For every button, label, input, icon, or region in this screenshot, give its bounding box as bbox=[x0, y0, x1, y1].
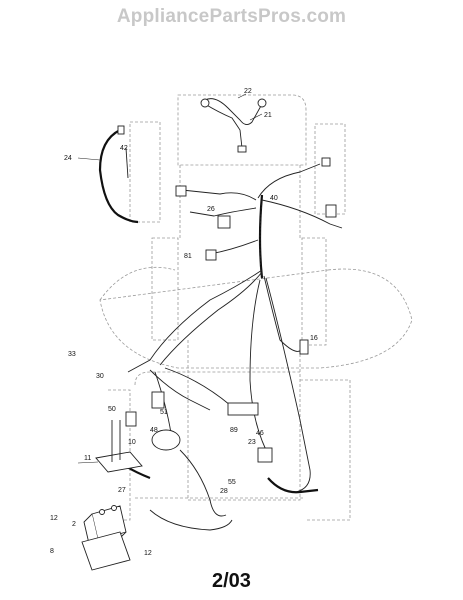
callout-27: 27 bbox=[118, 487, 126, 494]
chassis-outline bbox=[99, 94, 413, 521]
callout-12-right: 12 bbox=[144, 550, 152, 557]
callout-10: 10 bbox=[128, 439, 136, 446]
callout-labels: 22 21 24 42 40 26 81 16 33 30 50 51 10 4… bbox=[50, 88, 318, 557]
harness-upper bbox=[200, 93, 267, 153]
callout-51: 51 bbox=[160, 409, 168, 416]
watermark-text: AppliancePartsPros.com bbox=[116, 6, 347, 27]
callout-89: 89 bbox=[230, 427, 238, 434]
bracket-plate bbox=[77, 420, 143, 473]
page-label: 2/03 bbox=[212, 570, 251, 592]
callout-33: 33 bbox=[68, 351, 76, 358]
callout-40: 40 bbox=[270, 195, 278, 202]
callout-24: 24 bbox=[64, 155, 72, 162]
callout-30: 30 bbox=[96, 373, 104, 380]
callout-16: 16 bbox=[310, 335, 318, 342]
callout-48: 48 bbox=[150, 427, 158, 434]
callout-81: 81 bbox=[184, 253, 192, 260]
callout-2: 2 bbox=[72, 521, 76, 528]
callout-46: 46 bbox=[256, 430, 264, 437]
wire-lead-24 bbox=[77, 125, 139, 224]
battery bbox=[81, 505, 131, 571]
callout-8: 8 bbox=[50, 548, 54, 555]
callout-12-left: 12 bbox=[50, 515, 58, 522]
callout-28: 28 bbox=[220, 488, 228, 495]
callout-11: 11 bbox=[84, 455, 91, 462]
callout-21: 21 bbox=[264, 112, 272, 119]
callout-26: 26 bbox=[207, 206, 215, 213]
callout-55: 55 bbox=[228, 479, 236, 486]
callout-23: 23 bbox=[248, 439, 256, 446]
harness-lower bbox=[119, 157, 337, 531]
callout-22: 22 bbox=[244, 88, 252, 95]
callout-50: 50 bbox=[108, 406, 116, 413]
callout-42: 42 bbox=[120, 145, 128, 152]
